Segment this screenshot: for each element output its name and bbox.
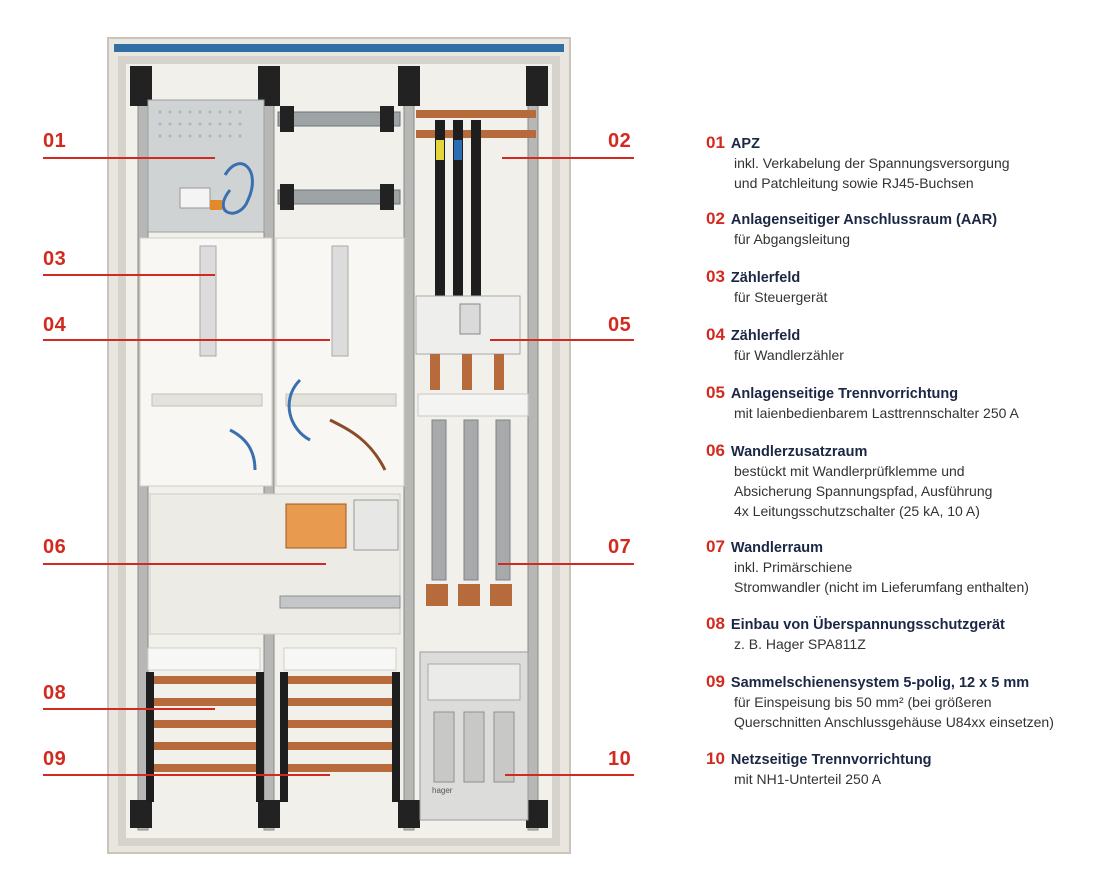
callout-02: 02 bbox=[608, 130, 632, 152]
legend-item-06: 06 Wandlerzusatzraum bestückt mit Wandler… bbox=[706, 441, 1091, 521]
legend-desc-line: Stromwandler (nicht im Lieferumfang enth… bbox=[734, 579, 1029, 595]
device-brand-label: hager bbox=[432, 786, 453, 795]
legend-number: 08 bbox=[706, 614, 725, 633]
legend-desc-line: 4x Leitungsschutzschalter (25 kA, 10 A) bbox=[734, 503, 980, 519]
legend-desc-line: und Patchleitung sowie RJ45-Buchsen bbox=[734, 175, 974, 191]
legend-item-10: 10 Netzseitige Trennvorrichtung mit NH1-U… bbox=[706, 749, 1091, 789]
callout-line-04 bbox=[43, 339, 330, 341]
callout-line-07 bbox=[498, 563, 634, 565]
legend-item-01: 01 APZ inkl. Verkabelung der Spannungsver… bbox=[706, 133, 1091, 193]
callout-line-02 bbox=[502, 157, 634, 159]
legend-desc-line: inkl. Verkabelung der Spannungsversorgun… bbox=[734, 155, 1010, 171]
legend-title: Anlagenseitiger Anschlussraum (AAR) bbox=[730, 212, 998, 228]
legend-number: 04 bbox=[706, 325, 725, 344]
legend-desc-line: mit NH1-Unterteil 250 A bbox=[734, 771, 882, 787]
legend-item-03: 03 Zählerfeld für Steuergerät bbox=[706, 267, 1091, 307]
legend-title: APZ bbox=[730, 136, 760, 152]
legend-title: Anlagenseitige Trennvorrichtung bbox=[730, 386, 959, 402]
legend-title: Netzseitige Trennvorrichtung bbox=[730, 752, 932, 768]
legend-title: Zählerfeld bbox=[730, 270, 801, 286]
callout-03: 03 bbox=[43, 248, 67, 270]
legend-number: 01 bbox=[706, 133, 725, 152]
callout-08: 08 bbox=[43, 682, 67, 704]
callout-05: 05 bbox=[608, 314, 632, 336]
legend-desc-line: für Steuergerät bbox=[734, 289, 828, 305]
legend-item-02: 02 Anlagenseitiger Anschlussraum (AAR) fü… bbox=[706, 209, 1091, 249]
legend-desc-line: Absicherung Spannungspfad, Ausführung bbox=[734, 483, 993, 499]
legend-desc-line: für Abgangsleitung bbox=[734, 231, 850, 247]
callout-06: 06 bbox=[43, 536, 67, 558]
legend-item-09: 09 Sammelschienensystem 5-polig, 12 x 5 m… bbox=[706, 672, 1091, 732]
callout-09: 09 bbox=[43, 748, 67, 770]
legend-title: Sammelschienensystem 5-polig, 12 x 5 mm bbox=[730, 675, 1030, 691]
legend-desc-line: Querschnitten Anschlussgehäuse U84xx ein… bbox=[734, 714, 1054, 730]
callout-line-05 bbox=[490, 339, 634, 341]
callout-line-01 bbox=[43, 157, 215, 159]
legend-title: Einbau von Überspannungsschutzgerät bbox=[730, 617, 1005, 633]
legend-item-05: 05 Anlagenseitige Trennvorrichtung mit la… bbox=[706, 383, 1091, 423]
legend-title: Wandlerraum bbox=[730, 540, 824, 556]
legend-item-08: 08 Einbau von Überspannungsschutzgerät z.… bbox=[706, 614, 1091, 654]
callout-01: 01 bbox=[43, 130, 67, 152]
legend-desc-line: für Einspeisung bis 50 mm² (bei größeren bbox=[734, 694, 992, 710]
legend-desc-line: für Wandlerzähler bbox=[734, 347, 844, 363]
legend-number: 10 bbox=[706, 749, 725, 768]
callout-07: 07 bbox=[608, 536, 632, 558]
callout-line-06 bbox=[43, 563, 326, 565]
legend-title: Wandlerzusatzraum bbox=[730, 444, 868, 460]
legend-number: 03 bbox=[706, 267, 725, 286]
legend-number: 05 bbox=[706, 383, 725, 402]
callout-line-03 bbox=[43, 274, 215, 276]
legend-desc-line: z. B. Hager SPA811Z bbox=[734, 636, 866, 652]
legend-desc-line: mit laienbedienbarem Lasttrennschalter 2… bbox=[734, 405, 1019, 421]
callout-04: 04 bbox=[43, 314, 67, 336]
legend-desc-line: bestückt mit Wandlerprüfklemme und bbox=[734, 463, 965, 479]
legend-number: 09 bbox=[706, 672, 725, 691]
legend-item-07: 07 Wandlerraum inkl. Primärschiene Stromw… bbox=[706, 537, 1091, 597]
callout-line-09 bbox=[43, 774, 330, 776]
callout-line-10 bbox=[505, 774, 634, 776]
legend-desc-line: inkl. Primärschiene bbox=[734, 559, 853, 575]
callout-line-08 bbox=[43, 708, 215, 710]
legend-number: 06 bbox=[706, 441, 725, 460]
legend-title: Zählerfeld bbox=[730, 328, 801, 344]
legend-number: 02 bbox=[706, 209, 725, 228]
legend-item-04: 04 Zählerfeld für Wandlerzähler bbox=[706, 325, 1091, 365]
callout-10: 10 bbox=[608, 748, 632, 770]
legend-number: 07 bbox=[706, 537, 725, 556]
